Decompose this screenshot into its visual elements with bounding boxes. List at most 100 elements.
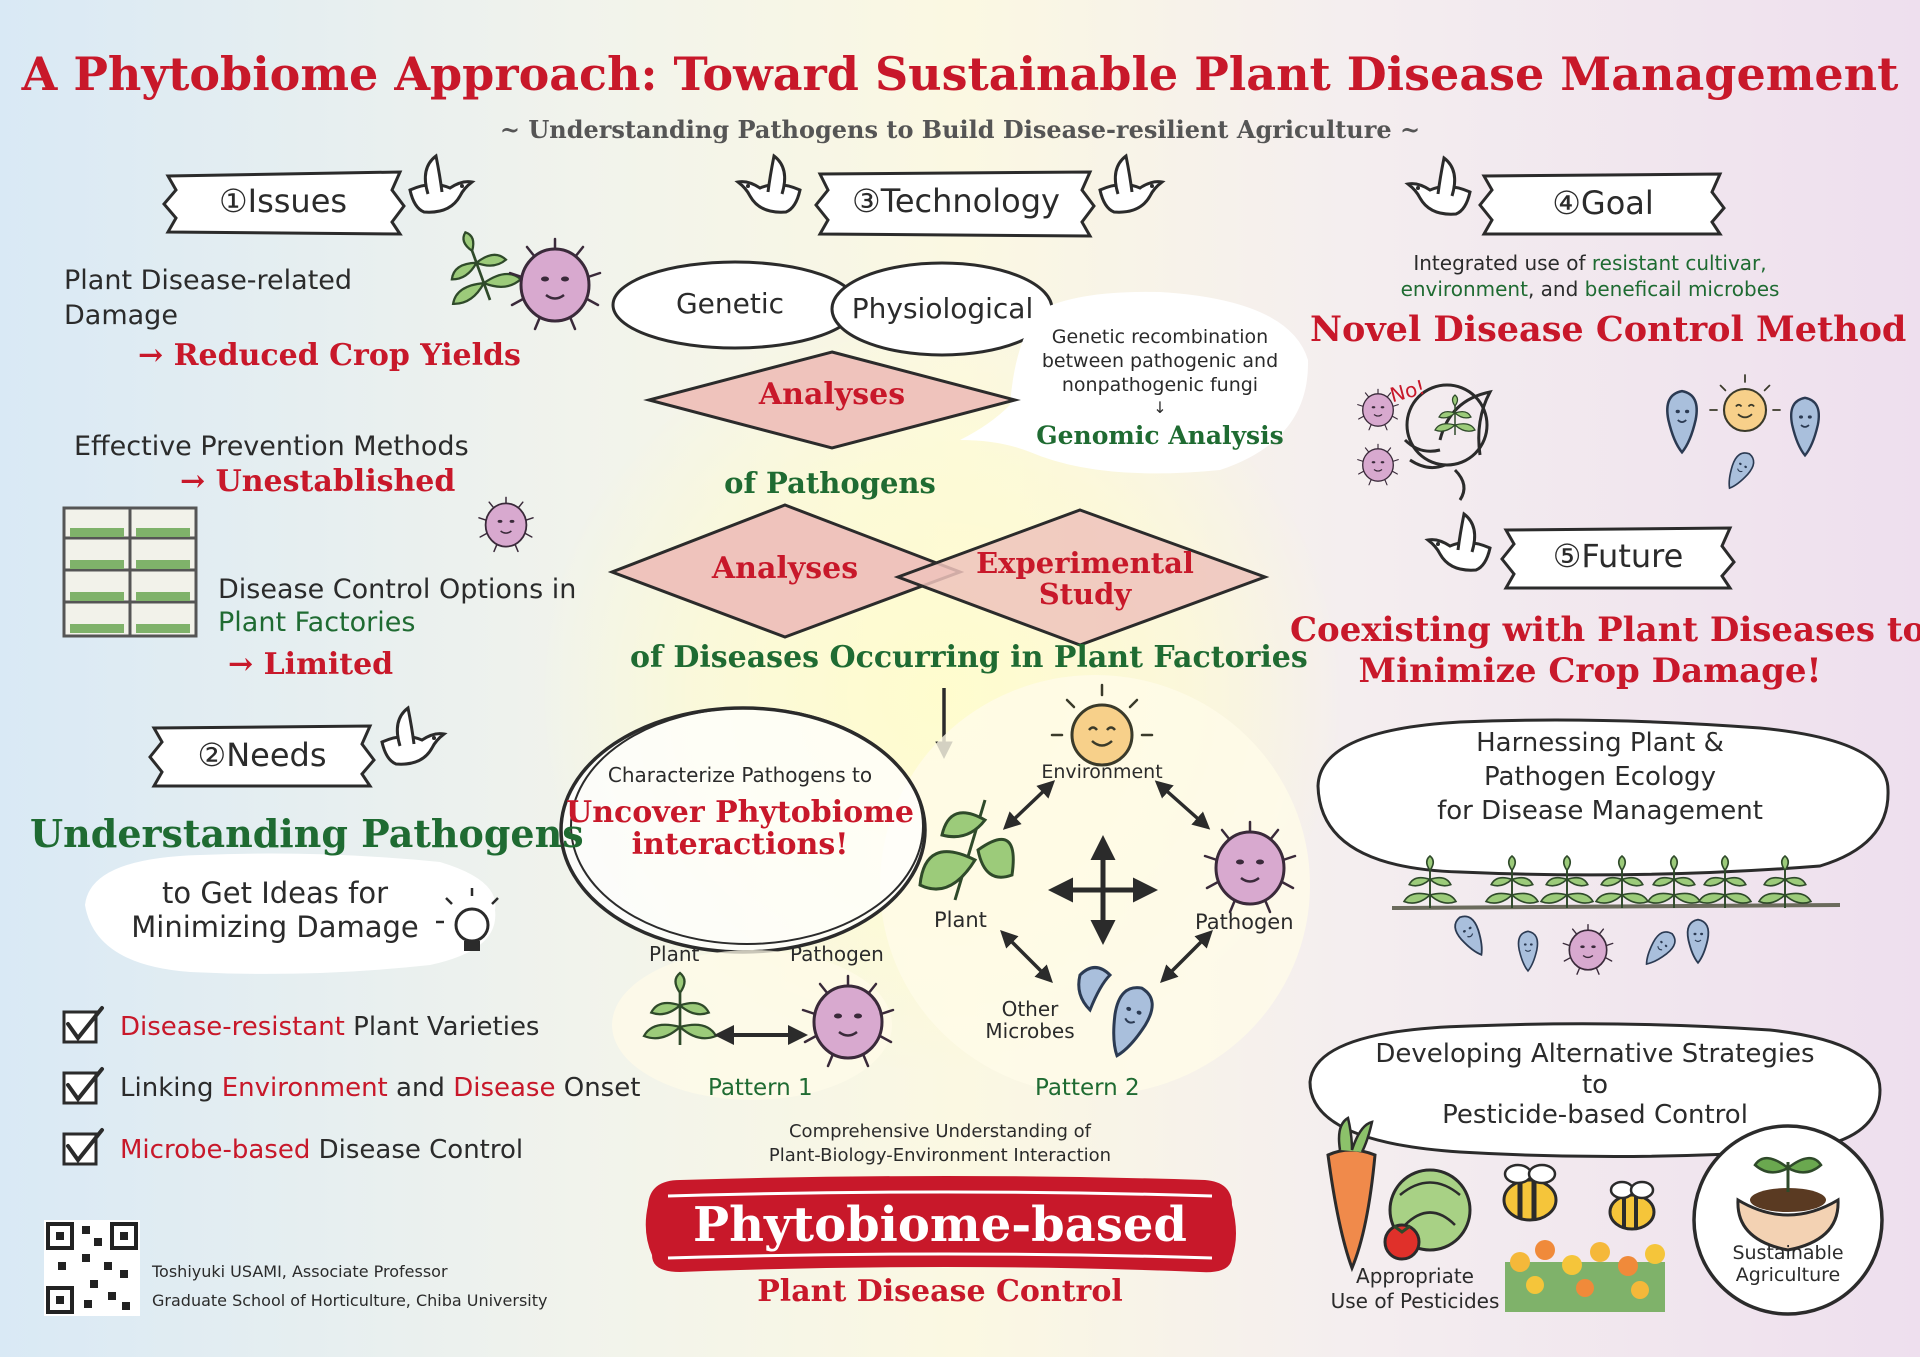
future-banner [1500,526,1736,590]
developing-line3: Pesticide-based Control [1442,1100,1748,1130]
interaction-arrow [1160,930,1213,983]
genomic-bubble-line1: Genetic recombination [1051,326,1269,348]
of-pathogens-label: of Pathogens [724,466,936,500]
pathogen-icon [1357,443,1399,486]
phytobiome-ribbon [645,1176,1236,1273]
genomic-analysis-label: Genomic Analysis [1036,421,1284,450]
issue-prevention: Effective Prevention Methods [74,431,469,462]
comprehensive-line1: Comprehensive Understanding of [788,1121,1092,1142]
interaction-arrow [1002,780,1056,830]
checklist-item: Linking Environment and Disease Onset [120,1073,640,1104]
novel-method-label: Novel Disease Control Method [1310,309,1907,350]
bird-icon [1098,154,1164,214]
ribbon-label: Phytobiome-based [693,1197,1187,1253]
needs-idea-line1: to Get Ideas for [161,876,388,910]
bee-icon [1608,1180,1656,1231]
harnessing-line1: Harnessing Plant & [1476,728,1724,758]
uncover-label-line2: interactions! [631,827,849,862]
bird-icon [380,706,446,766]
checklist-text: and [387,1073,454,1103]
issue-damage-line2: Damage [64,300,178,331]
experimental-study-diamond [893,508,1270,647]
checklist-highlight: Disease-resistant [120,1012,345,1042]
needs-idea-line2: Minimizing Damage [131,910,419,944]
carrot-icon [1326,1116,1377,1273]
technology-banner-label: ③Technology [852,182,1060,220]
developing-line2: to [1581,1070,1609,1100]
appropriate-line2: Use of Pesticides [1330,1289,1500,1313]
issue-prevention-result: → Unestablished [180,464,456,499]
developing-cloud [1308,1022,1882,1159]
p2-other-line2: Microbes [985,1019,1075,1043]
four-way-arrow [1048,835,1158,945]
checklist-text: Plant Varieties [344,1012,540,1042]
sun-icon [1708,373,1782,433]
microbe-icon [1517,930,1539,972]
appropriate-line1: Appropriate [1356,1264,1474,1288]
seedling-icon [430,218,526,314]
of-diseases-label: of Diseases Occurring in Plant Factories [630,640,1308,675]
pattern1-label: Pattern 1 [708,1075,813,1101]
footer-affiliation: Graduate School of Horticulture, Chiba U… [152,1291,548,1310]
p1-plant-label: Plant [649,942,700,966]
bird-icon [1426,512,1492,572]
experimental-label-line2: Study [1038,577,1132,611]
harnessing-cloud [1316,718,1890,877]
needs-banner [148,724,376,788]
microbe-icon [1686,918,1710,964]
hands-with-seedling-icon [1736,1157,1840,1252]
checklist-item: Disease-resistant Plant Varieties [120,1012,540,1043]
coexist-line2: Minimize Crop Damage! [1358,651,1822,691]
genetic-label: Genetic [675,287,785,320]
plant-disease-control-label: Plant Disease Control [757,1274,1123,1309]
checklist-item: Microbe-based Disease Control [120,1135,524,1166]
page-title: A Phytobiome Approach: Toward Sustainabl… [21,47,1899,101]
analyses-diseases-label: Analyses [711,551,859,586]
p2-other-line1: Other [1001,997,1059,1021]
genomic-bubble-line2: between pathogenic and [1041,350,1279,372]
p2-environment-label: Environment [1041,761,1163,783]
sustainable-line1: Sustainable [1732,1242,1844,1264]
experimental-label-line1: Experimental [976,546,1194,580]
flowers-icon [1505,1240,1665,1312]
microbe-icon [1789,396,1821,457]
genomic-bubble [960,291,1309,474]
genomic-bubble-line3: nonpathogenic fungi [1061,374,1259,396]
interaction-arrow [1154,780,1211,830]
p1-pathogen-label: Pathogen [790,942,884,966]
bird-icon [1406,156,1472,216]
goal-highlight: environment [1400,277,1528,301]
characterize-circle-sketch [570,707,924,945]
idea-cloud [85,853,496,974]
characterize-label: Characterize Pathogens to [607,763,873,787]
goal-highlight: beneficail microbes [1584,277,1780,301]
issue-damage-result: → Reduced Crop Yields [138,338,521,373]
sustainable-line2: Agriculture [1735,1264,1841,1286]
needs-banner-label: ②Needs [197,736,327,774]
future-banner-label: ⑤Future [1552,537,1684,575]
issue-damage-line1: Plant Disease-related [64,265,353,296]
goal-highlight: resistant cultivar, [1591,251,1767,275]
issue-factory-line1: Disease Control Options in [218,574,577,605]
checklist-text: Disease Control [310,1135,524,1165]
developing-line1: Developing Alternative Strategies [1375,1039,1815,1069]
checklist-highlight: Environment [221,1073,388,1103]
goal-text: Integrated use of [1413,251,1592,275]
goal-banner [1478,172,1726,236]
pattern2-label: Pattern 2 [1035,1075,1140,1101]
checkbox-checked-icon [62,1128,104,1166]
checklist-highlight: Microbe-based [120,1135,311,1165]
person-blocking-icon [1403,383,1493,501]
lightbulb-icon [436,888,499,951]
uncover-label-line1: Uncover Phytobiome [566,795,914,830]
analyses-pathogens-diamond [643,350,1021,450]
coexist-line1: Coexisting with Plant Diseases to [1290,610,1920,650]
goal-text: , and [1527,277,1585,301]
microbe-icon [1720,448,1759,494]
checklist-text: Linking [120,1073,222,1103]
seedling-row [1391,855,1841,910]
bee-icon [1502,1163,1558,1222]
other-microbe-icon [1077,966,1113,1013]
pathogen-icon [508,237,602,331]
